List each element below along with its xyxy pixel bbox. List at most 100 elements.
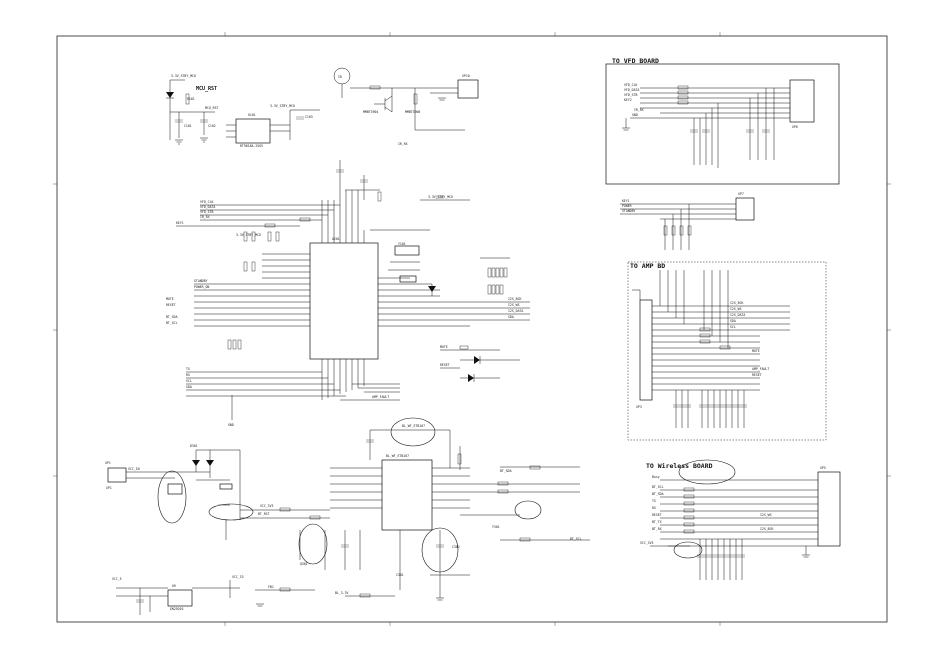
svg-text:EN25Q16: EN25Q16 [170,607,184,611]
key-connector: XP7 KEY1 POWER STANDBY [620,192,755,250]
svg-text:C302: C302 [452,545,460,549]
svg-text:R101: R101 [187,97,195,101]
svg-text:KEY2: KEY2 [624,98,632,102]
power-connector-label: XP1 [106,486,112,490]
amp-board-section: TO AMP BD XP3 [627,261,827,441]
svg-text:BL_3.3V: BL_3.3V [335,591,349,595]
svg-text:IR: IR [338,75,342,79]
main-mcu: U201 [166,160,530,427]
u9-label: U9 [172,584,176,588]
svg-text:VCC_3V3: VCC_3V3 [260,504,274,508]
svg-text:VFD_DATA: VFD_DATA [200,205,215,209]
ir-block: IR XP10 MMBT3904 MMBT3906 IR_RX [333,67,479,146]
svg-text:STANDBY: STANDBY [622,209,636,213]
svg-text:MMBT3906: MMBT3906 [405,110,420,114]
wifi-chip-label: BL_WF_ETB167 [386,454,409,458]
svg-text:AMP_FAULT: AMP_FAULT [752,367,769,371]
svg-text:C103: C103 [305,115,313,119]
power-block: XP1 XP1 VCC_IN D301 VCC_3V3 BT_RST Q301 [105,444,361,570]
svg-text:SCL: SCL [730,325,736,329]
svg-text:I2S_WS: I2S_WS [508,303,520,307]
svg-text:TX: TX [652,499,656,503]
amp-connector-label: XP3 [636,405,642,409]
svg-text:SDA: SDA [186,385,192,389]
svg-text:AMP_FAULT: AMP_FAULT [372,395,389,399]
svg-text:I2S_BCK: I2S_BCK [508,297,522,301]
svg-text:IR_RX: IR_RX [398,142,408,146]
svg-text:BT_RX: BT_RX [652,527,662,531]
u101-ic: U101 C103 3.3V_STBY_MCU RT9818A-25GV [226,104,320,148]
svg-text:KEY1: KEY1 [622,199,630,203]
svg-text:C101: C101 [184,124,192,128]
svg-text:I2S_BCK: I2S_BCK [730,301,744,305]
svg-text:MUTE: MUTE [752,349,760,353]
svg-text:VFD_STB: VFD_STB [200,210,214,214]
svg-text:VCC_IN: VCC_IN [128,467,140,471]
svg-text:Y301: Y301 [492,525,500,529]
wireless-board-section: TO Wireless BOARD XP5 Busy [640,459,841,580]
wireless-module: BL_WF_ETB167 BT_SDA BT_SCL [330,417,590,601]
svg-text:BT_SDA: BT_SDA [652,492,664,496]
svg-text:I2S_DATA: I2S_DATA [508,309,523,313]
svg-text:VFD_DATA: VFD_DATA [624,88,639,92]
mcu-rst-title: MCU_RST [196,86,217,92]
svg-text:I2S_BCK: I2S_BCK [760,527,774,531]
svg-text:3.3V_STBY_MCU: 3.3V_STBY_MCU [171,74,196,78]
svg-text:VCC_5: VCC_5 [112,577,122,581]
svg-text:GND: GND [632,113,638,117]
frame-ticks [53,32,891,626]
svg-text:TX: TX [186,367,190,371]
svg-text:BT_TX: BT_TX [652,520,662,524]
svg-text:VCC_33: VCC_33 [232,575,244,579]
u9-regulator: U9 VCC_5 EN25Q16 VCC_33 FB1 BL_3.3V [112,575,395,615]
svg-text:C102: C102 [208,124,216,128]
svg-text:RESET: RESET [440,363,450,367]
svg-text:POWER_ON: POWER_ON [194,285,209,289]
svg-text:D301: D301 [190,444,198,448]
svg-text:Busy: Busy [652,475,660,479]
svg-text:3.3V_STBY_MCU: 3.3V_STBY_MCU [428,195,453,199]
u201-label: U201 [332,237,340,241]
svg-text:IR_RX: IR_RX [200,215,210,219]
svg-text:VFD_CLK: VFD_CLK [200,200,214,204]
wireless-board-title: TO Wireless BOARD [646,462,713,470]
svg-text:IR_RX: IR_RX [634,108,644,112]
svg-text:I2S_DATA: I2S_DATA [730,313,745,317]
svg-text:XP7: XP7 [738,192,744,196]
svg-text:MMBT3904: MMBT3904 [363,110,378,114]
svg-text:VCC_3V3: VCC_3V3 [640,541,654,545]
svg-text:MUTE: MUTE [440,345,448,349]
svg-text:3.3V_STBY_MCU: 3.3V_STBY_MCU [270,104,295,108]
svg-text:KEY1: KEY1 [176,221,184,225]
svg-text:I2S_WS: I2S_WS [760,513,772,517]
svg-text:C301: C301 [396,573,404,577]
mcu-reset-block: MCU_RST 3.3V_STBY_MCU R101 MCU_RST C101 … [166,74,219,145]
svg-text:STANDBY: STANDBY [194,279,208,283]
svg-text:XP1: XP1 [105,461,111,465]
svg-text:BT_SDA: BT_SDA [166,315,178,319]
svg-text:SDA: SDA [730,319,736,323]
wireless-connector-label: XP5 [820,466,826,470]
svg-text:SDA: SDA [508,315,514,319]
svg-text:XP10: XP10 [462,74,470,78]
vfd-board-section: TO VFD BOARD XP6 VFD_CLK VFD_DATA [605,57,840,185]
svg-text:3.3V_STBY_MCU: 3.3V_STBY_MCU [236,233,261,237]
svg-text:VFD_CLK: VFD_CLK [624,83,638,87]
svg-text:POWER: POWER [622,204,632,208]
svg-text:GND: GND [228,423,234,427]
svg-text:BT_SCL: BT_SCL [652,485,664,489]
svg-text:MUTE: MUTE [166,297,174,301]
vfd-connector-label: XP6 [792,125,798,129]
svg-text:RESET: RESET [752,373,762,377]
svg-text:BT_RST: BT_RST [258,512,270,516]
svg-text:BL_WF_ETB167: BL_WF_ETB167 [402,424,425,428]
drawing-frame [56,35,888,623]
svg-text:RX: RX [652,506,656,510]
svg-text:MCU_RST: MCU_RST [205,106,219,110]
svg-text:FB1: FB1 [268,585,274,589]
amp-bd-title: TO AMP BD [630,262,665,270]
svg-text:RT9818A-25GV: RT9818A-25GV [240,144,263,148]
svg-text:BT_SCL: BT_SCL [166,321,178,325]
svg-text:BT_SDA: BT_SDA [500,469,512,473]
